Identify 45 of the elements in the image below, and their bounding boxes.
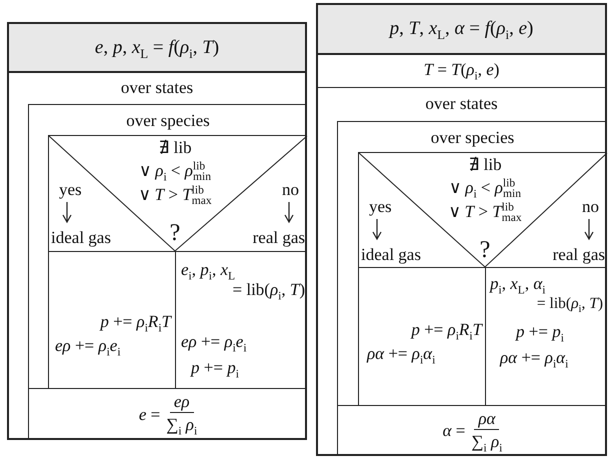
denominator: ∑$_{i}$ ρ$_{i}$ — [166, 414, 198, 437]
formula: eρ += ρ$_{i}$e$_{i}$ — [55, 336, 121, 356]
loop-label: over states — [120, 77, 194, 99]
question-mark: ? — [170, 220, 180, 246]
denominator: ∑$_{i}$ ρ$_{i}$ — [471, 430, 502, 454]
case-label: real gas — [552, 245, 605, 265]
branch-label: no — [282, 180, 299, 200]
branch-label: yes — [369, 197, 392, 217]
formula: p += p$_{i}$ — [191, 358, 239, 378]
loop-label: over species — [125, 110, 211, 132]
condition-text: ∄ lib — [158, 138, 192, 158]
case-label: ideal gas — [361, 245, 421, 265]
statement-block — [28, 388, 307, 440]
function-header: e, p, x$_{L}$ = f(ρ$_{i}$, T) — [9, 24, 305, 73]
numerator: ρα — [474, 408, 500, 430]
statement-block — [358, 267, 485, 405]
statement-block — [485, 267, 607, 405]
numerator: eρ — [170, 392, 194, 413]
formula: p += ρ$_{i}$R$_{i}$T — [100, 312, 171, 332]
statement-block — [175, 251, 307, 388]
formula: eρ += ρ$_{i}$e$_{i}$ — [181, 332, 247, 352]
structogram-frame — [7, 22, 307, 440]
formula: p += p$_{i}$ — [516, 322, 564, 342]
formula: T = T(ρ$_{i}$, e) — [422, 59, 500, 84]
case-label: real gas — [252, 228, 305, 248]
fraction-lhs: e = — [138, 404, 160, 424]
branch-label: yes — [59, 180, 82, 200]
statement-block — [48, 251, 175, 388]
statement-block — [337, 405, 607, 456]
question-mark: ? — [480, 237, 490, 263]
formula: = lib(ρ$_{i}$, T) — [536, 294, 603, 314]
branch-label: no — [582, 197, 599, 217]
formula: p$_{i}$, x$_{L}$, α$_{i}$ — [490, 274, 546, 294]
formula: ρα += ρ$_{i}$α$_{i}$ — [367, 344, 436, 364]
loop-label: over states — [424, 93, 499, 115]
formula: = lib(ρ$_{i}$, T) — [232, 280, 305, 300]
loop-label: over species — [430, 127, 516, 149]
fraction-lhs: α = — [442, 421, 466, 441]
formula: e$_{i}$, p$_{i}$, x$_{L}$ — [181, 260, 236, 280]
structogram-frame — [316, 3, 607, 456]
case-label: ideal gas — [51, 228, 111, 248]
formula: ρα += ρ$_{i}$α$_{i}$ — [500, 348, 568, 368]
function-header: p, T, x$_{L}$, α = f(ρ$_{i}$, e) — [318, 5, 605, 55]
formula: p += ρ$_{i}$R$_{i}$T — [411, 320, 482, 340]
condition-text: ∄ lib — [468, 155, 502, 175]
